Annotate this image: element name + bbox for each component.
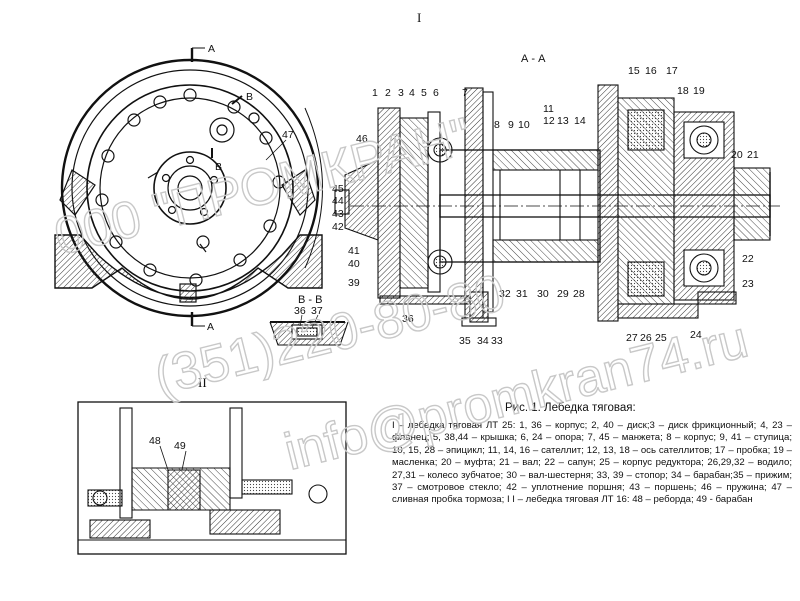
part-23: 23 xyxy=(742,278,754,290)
figure-title: Рис. 1. Лебедка тяговая: xyxy=(505,402,636,414)
part-3: 3 xyxy=(398,87,404,99)
section-aa-callouts: 1 2 3 4 5 6 7 8 9 10 11 12 13 14 15 16 1… xyxy=(332,65,759,347)
view-i-label: I xyxy=(417,10,421,25)
part-39: 39 xyxy=(348,277,360,289)
part-6: 6 xyxy=(433,87,439,99)
part-21: 21 xyxy=(747,149,759,161)
part-34: 34 xyxy=(477,335,489,347)
part-2: 2 xyxy=(385,87,391,99)
part-29: 29 xyxy=(557,288,569,300)
part-24: 24 xyxy=(690,329,702,341)
part-48: 48 xyxy=(149,435,161,447)
part-8: 8 xyxy=(494,119,500,131)
section-aa xyxy=(334,84,780,327)
part-42: 42 xyxy=(332,221,344,233)
part-18: 18 xyxy=(677,85,689,97)
part-4: 4 xyxy=(409,87,415,99)
part-20: 20 xyxy=(731,149,743,161)
part-7: 7 xyxy=(462,87,468,99)
part-45: 45 xyxy=(332,183,344,195)
part-26: 26 xyxy=(640,332,652,344)
part-33: 33 xyxy=(491,335,503,347)
part-40: 40 xyxy=(348,258,360,270)
section-bb xyxy=(269,314,349,346)
part-47: 47 xyxy=(282,129,294,141)
part-27: 27 xyxy=(626,332,638,344)
part-5: 5 xyxy=(421,87,427,99)
arrow-a-bottom-label: А xyxy=(207,321,214,333)
part-28: 28 xyxy=(573,288,585,300)
part-46: 46 xyxy=(356,133,368,145)
part-36b: 36 xyxy=(294,305,306,317)
part-36: 36 xyxy=(402,313,414,325)
part-49: 49 xyxy=(174,440,186,452)
part-12: 12 xyxy=(543,115,555,127)
arrow-b-bottom-label: В xyxy=(215,161,222,173)
part-19: 19 xyxy=(693,85,705,97)
arrow-b-top-label: В xyxy=(246,91,253,103)
part-1: 1 xyxy=(372,87,378,99)
section-aa-label: А - А xyxy=(521,53,546,65)
part-37: 37 xyxy=(311,305,323,317)
part-9: 9 xyxy=(508,119,514,131)
detail-view-ii xyxy=(77,401,347,555)
part-11: 11 xyxy=(543,103,554,115)
part-25: 25 xyxy=(655,332,667,344)
end-view xyxy=(54,47,323,327)
arrow-a-top-label: А xyxy=(208,43,215,55)
figure-caption: I – лебедка тяговая ЛТ 25: 1, 36 – корпу… xyxy=(392,420,792,506)
view-ii-label: II xyxy=(198,375,207,390)
section-bb-label: В - В xyxy=(298,294,322,306)
part-16: 16 xyxy=(645,65,657,77)
part-35: 35 xyxy=(459,335,471,347)
part-31: 31 xyxy=(516,288,528,300)
part-15: 15 xyxy=(628,65,640,77)
part-32: 32 xyxy=(499,288,511,300)
part-44: 44 xyxy=(332,195,344,207)
part-14: 14 xyxy=(574,115,586,127)
part-17: 17 xyxy=(666,65,678,77)
part-13: 13 xyxy=(557,115,569,127)
flange-bolts xyxy=(95,88,286,287)
part-10: 10 xyxy=(518,119,530,131)
part-41: 41 xyxy=(348,245,360,257)
part-30: 30 xyxy=(537,288,549,300)
part-43: 43 xyxy=(332,208,344,220)
part-22: 22 xyxy=(742,253,754,265)
